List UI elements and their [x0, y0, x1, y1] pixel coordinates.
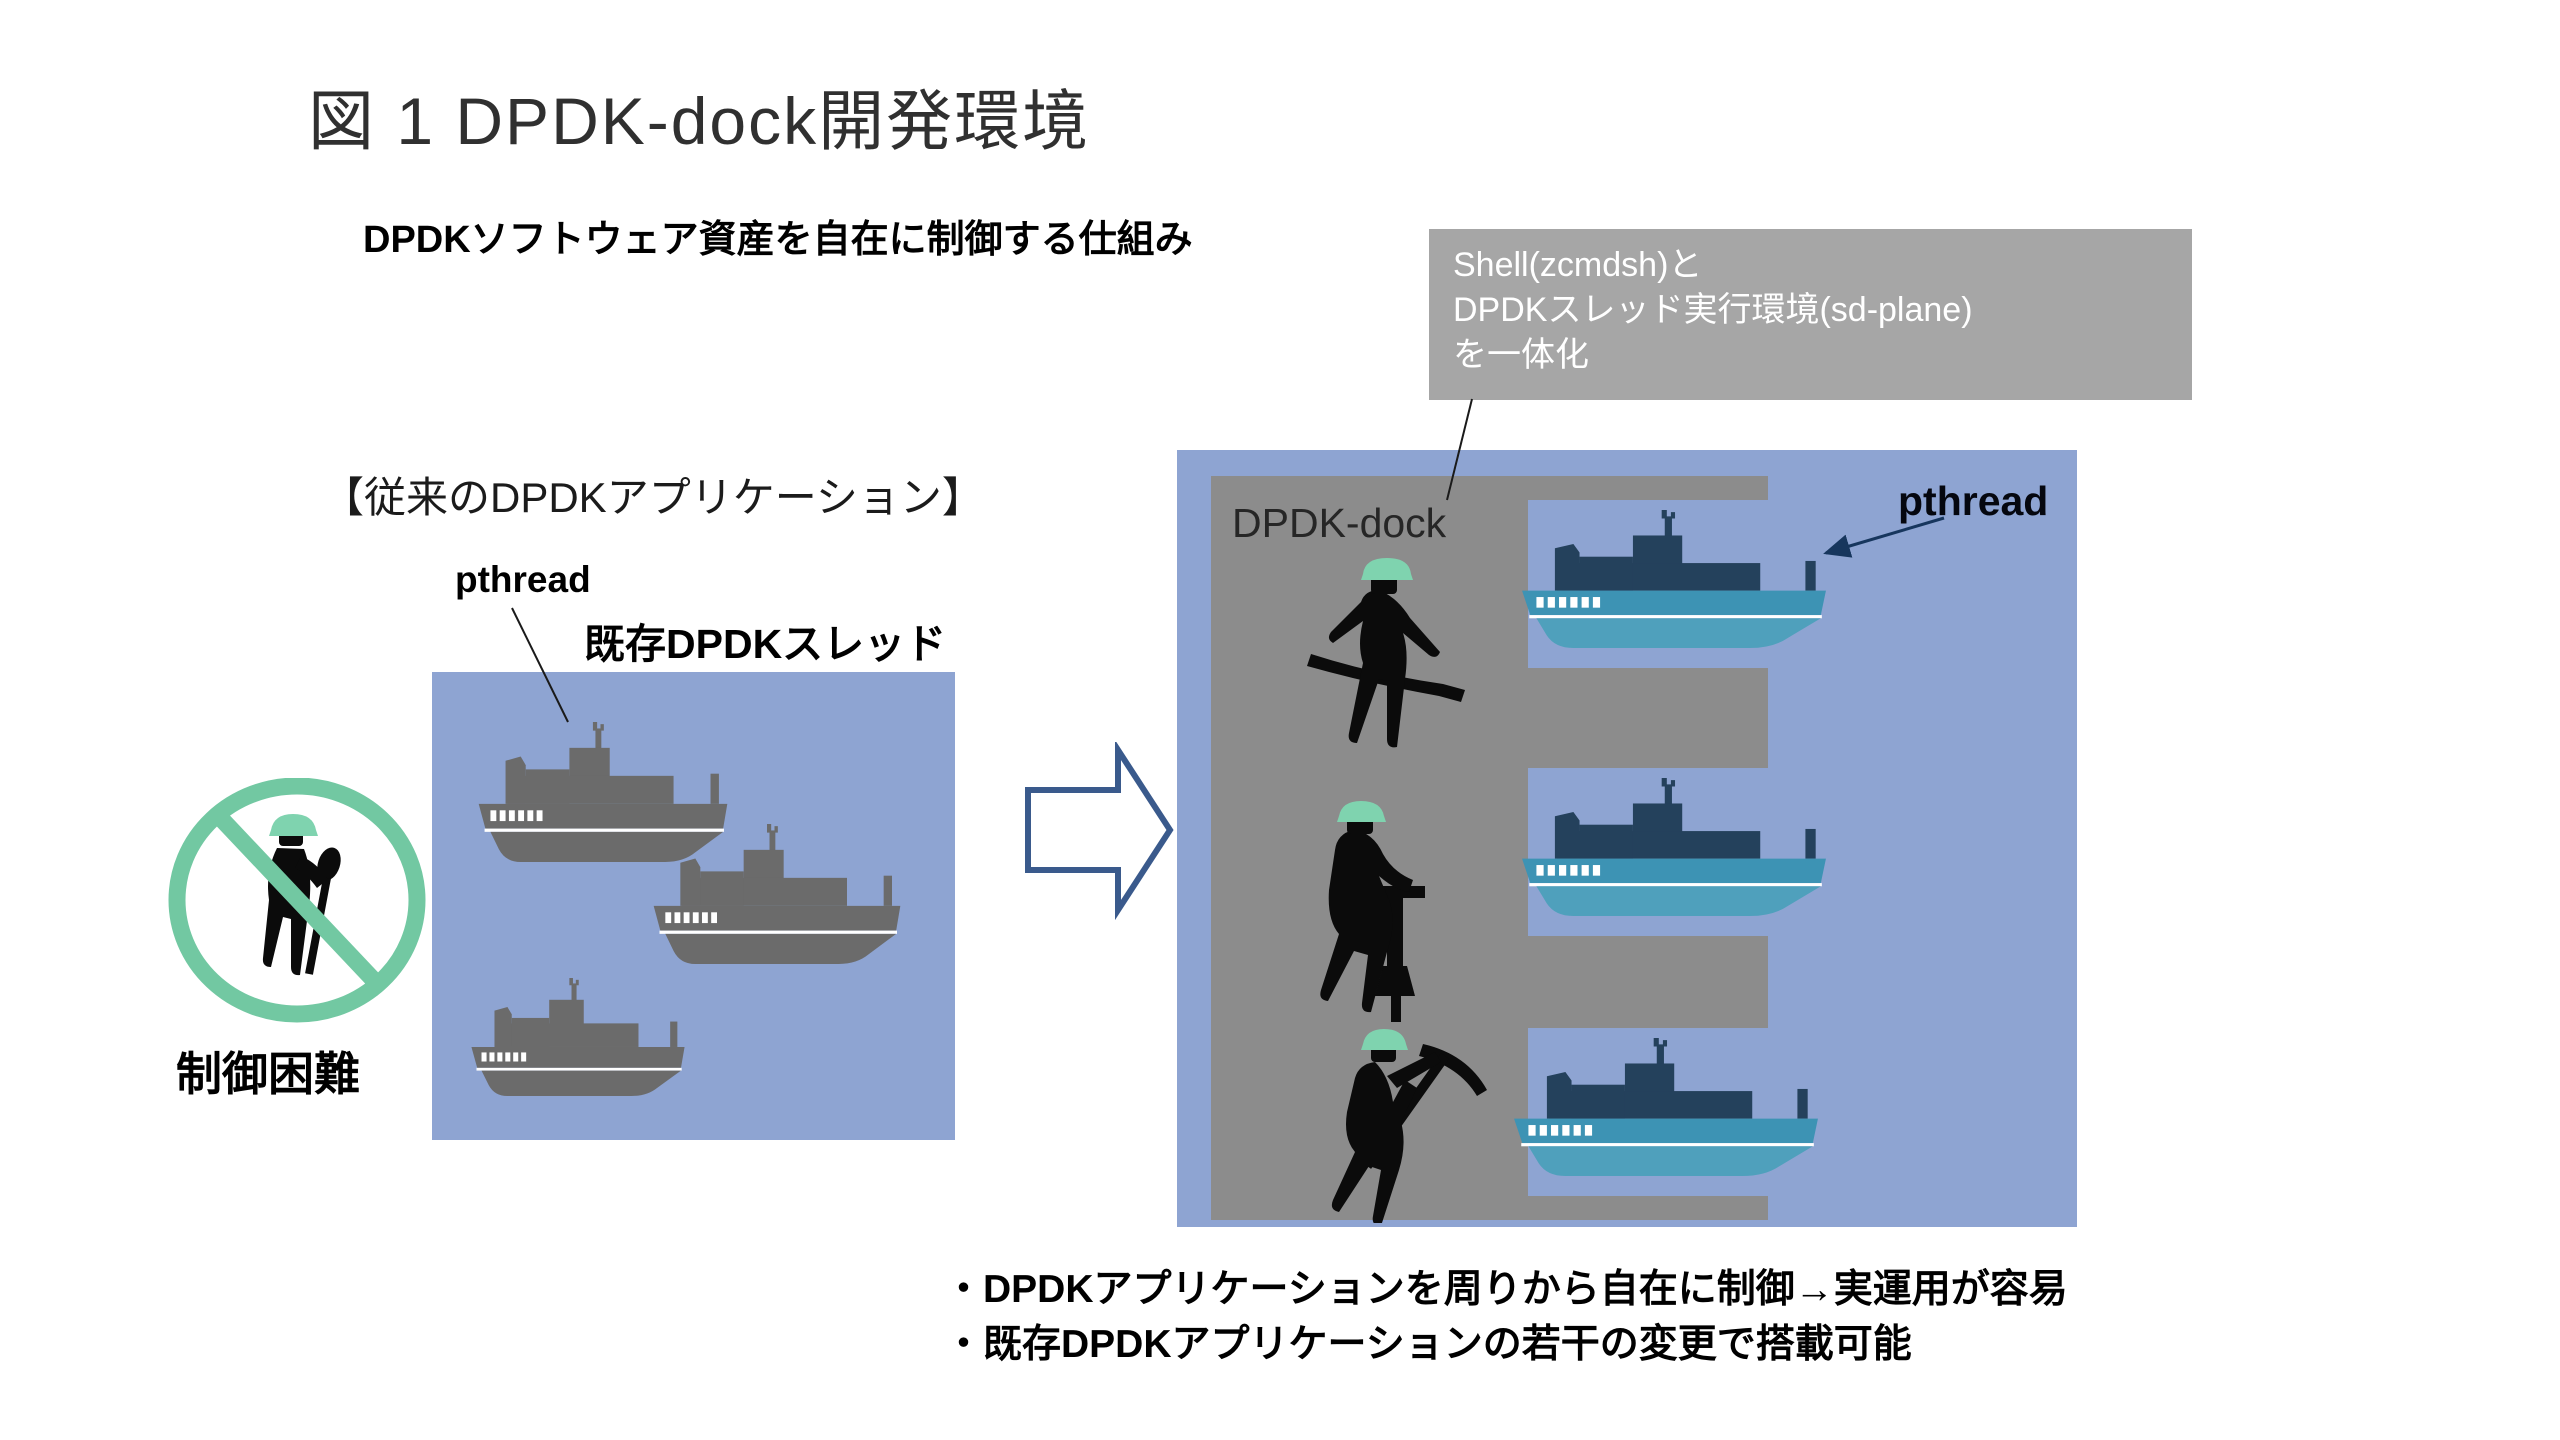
dock-structure-bar: [1528, 476, 1768, 500]
summary-bullet: ・既存DPDKアプリケーションの若干の変更で搭載可能: [944, 1323, 1912, 1366]
ship-icon: [1514, 1038, 1818, 1176]
worker-icon: [1320, 801, 1425, 1022]
worker-icon: [1331, 1029, 1487, 1223]
callout-line: Shell(zcmdsh)と: [1453, 246, 1703, 284]
existing-dpdk-thread-label: 既存DPDKスレッド: [584, 621, 947, 667]
no-entry-icon: [168, 778, 426, 1023]
ship-icon: [1522, 510, 1826, 648]
callout-line: DPDKスレッド実行環境(sd-plane): [1453, 291, 1973, 329]
pthread-label-left: pthread: [455, 559, 591, 600]
summary-notes: ・DPDKアプリケーションを周りから自在に制御→実運用が容易 ・既存DPDKアプ…: [944, 1262, 2068, 1372]
uncontrollable-caption: 制御困難: [176, 1048, 360, 1100]
callout-line: を一体化: [1453, 336, 1589, 374]
gray-ship-icon: [653, 824, 901, 964]
dock-structure-bar: [1528, 936, 1768, 1028]
ship-icon: [1522, 778, 1826, 916]
pthread-label-right: pthread: [1898, 478, 2049, 524]
worker-icon: [1307, 558, 1465, 748]
before-section-heading: 【従来のDPDKアプリケーション】: [322, 474, 984, 521]
dpdk-dock-label: DPDK-dock: [1232, 500, 1447, 546]
arrow-right-icon: [1025, 742, 1174, 920]
dock-structure-bar: [1528, 1196, 1768, 1220]
summary-bullet: ・DPDKアプリケーションを周りから自在に制御→実運用が容易: [944, 1268, 2068, 1311]
callout-box: Shell(zcmdsh)と DPDKスレッド実行環境(sd-plane) を一…: [1429, 229, 2192, 400]
page-title: 図 1 DPDK-dock開発環境: [308, 84, 1091, 158]
dock-structure-bar: [1528, 668, 1768, 768]
gray-ship-icon: [471, 978, 685, 1096]
page-subtitle: DPDKソフトウェア資産を自在に制御する仕組み: [363, 219, 1193, 261]
